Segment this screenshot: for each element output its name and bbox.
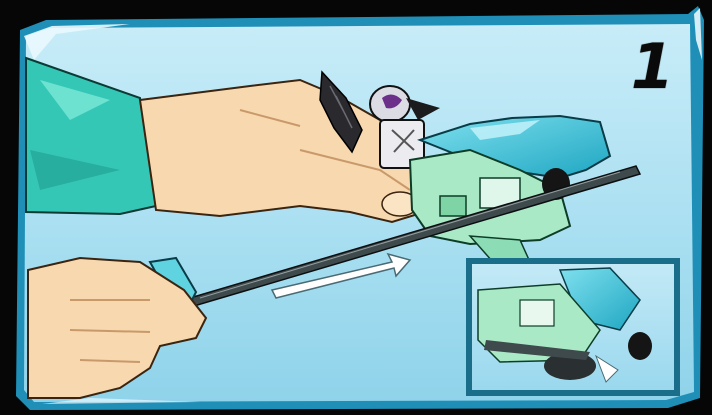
step-number: 1: [631, 36, 674, 98]
detail-inset: [466, 258, 680, 396]
